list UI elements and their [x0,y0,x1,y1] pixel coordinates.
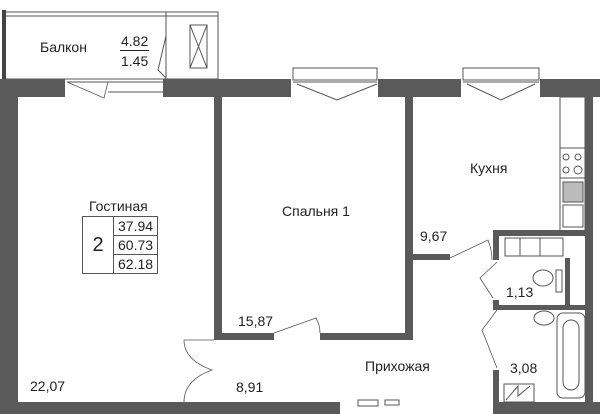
rooms-count: 2 [82,216,114,274]
hallway-area: 8,91 [236,379,264,395]
walls [0,79,600,414]
total-area-with-balcony: 62.18 [112,254,159,274]
balcony-label: Балкон [40,39,87,55]
balcony-outline [4,11,219,80]
living-room-label: Гостиная [89,198,148,214]
living-area: 37.94 [112,216,159,236]
doors [66,81,498,403]
balcony-area-top: 4.82 [120,33,150,51]
living-room-area: 22,07 [30,378,66,394]
area-summary-table: 2 37.94 60.73 62.18 [82,216,159,274]
bedroom-area: 15,87 [238,313,274,329]
bedroom-label: Спальня 1 [282,203,350,219]
toilet-area: 1,13 [506,284,534,300]
total-area: 60.73 [112,235,159,255]
sanitary-fixtures [503,237,586,403]
kitchen-area: 9,67 [420,228,448,244]
kitchen-label: Кухня [470,160,508,176]
kitchen-units [559,96,586,233]
windows [67,67,540,101]
balcony-area-bottom: 1.45 [121,53,149,69]
bathroom-area: 3,08 [510,360,538,376]
hallway-label: Прихожая [365,358,430,374]
balcony-area-fraction: 4.82 1.45 [120,33,150,69]
